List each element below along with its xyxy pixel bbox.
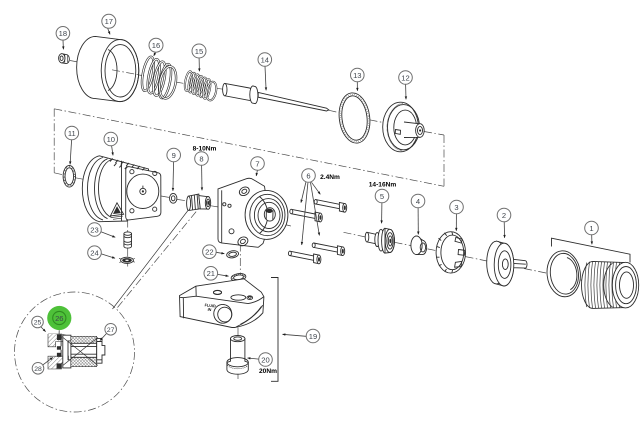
svg-text:14-16Nm: 14-16Nm bbox=[369, 182, 397, 189]
svg-text:21: 21 bbox=[207, 269, 215, 278]
svg-text:6: 6 bbox=[306, 171, 310, 180]
svg-text:2: 2 bbox=[502, 211, 506, 220]
svg-text:24: 24 bbox=[90, 249, 98, 258]
svg-text:FLUID: FLUID bbox=[204, 303, 216, 308]
svg-text:23: 23 bbox=[90, 225, 98, 234]
svg-text:11: 11 bbox=[68, 129, 76, 138]
svg-text:26: 26 bbox=[55, 314, 63, 323]
svg-text:8: 8 bbox=[199, 154, 203, 163]
svg-text:28: 28 bbox=[34, 366, 42, 373]
svg-text:27: 27 bbox=[107, 327, 115, 334]
svg-text:20Nm: 20Nm bbox=[259, 368, 277, 375]
svg-text:16: 16 bbox=[152, 41, 160, 50]
svg-text:18: 18 bbox=[59, 29, 67, 38]
svg-text:3: 3 bbox=[454, 203, 458, 212]
svg-text:12: 12 bbox=[401, 73, 409, 82]
svg-text:17: 17 bbox=[105, 17, 113, 26]
svg-text:25: 25 bbox=[34, 320, 42, 327]
svg-text:5: 5 bbox=[380, 192, 384, 201]
svg-text:13: 13 bbox=[353, 71, 361, 80]
svg-text:19: 19 bbox=[309, 332, 317, 341]
svg-text:14: 14 bbox=[261, 55, 269, 64]
svg-text:4: 4 bbox=[416, 197, 420, 206]
svg-text:15: 15 bbox=[195, 47, 203, 56]
svg-text:7: 7 bbox=[255, 159, 259, 168]
svg-text:2.4Nm: 2.4Nm bbox=[320, 174, 340, 181]
svg-text:20: 20 bbox=[261, 355, 269, 364]
svg-text:IN: IN bbox=[207, 308, 211, 312]
svg-text:8-10Nm: 8-10Nm bbox=[193, 145, 217, 152]
svg-text:9: 9 bbox=[172, 151, 176, 160]
svg-text:1: 1 bbox=[589, 224, 593, 233]
svg-text:10: 10 bbox=[107, 135, 115, 144]
svg-text:22: 22 bbox=[205, 248, 213, 257]
